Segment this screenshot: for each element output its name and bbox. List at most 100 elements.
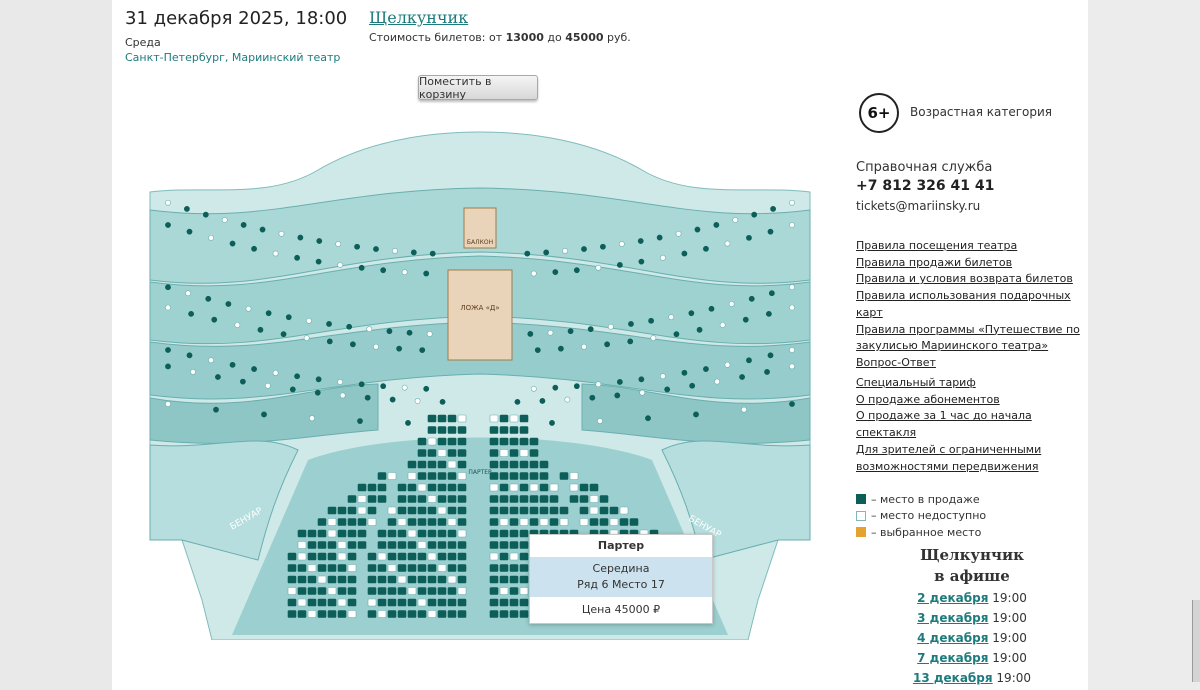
seat[interactable] [519,437,529,446]
seat[interactable] [396,345,403,352]
seat[interactable] [509,598,519,607]
seat[interactable] [426,331,433,337]
seat[interactable] [645,415,651,422]
seat[interactable] [447,506,457,515]
seat[interactable] [549,483,559,492]
seat[interactable] [457,598,467,607]
seat[interactable] [489,437,499,446]
seat[interactable] [347,541,357,549]
link-return-rules[interactable]: Правила и условия возврата билетов [856,272,1073,286]
seat[interactable] [417,529,427,538]
seat[interactable] [347,587,357,595]
seat[interactable] [387,506,397,515]
seat[interactable] [549,420,555,426]
add-to-cart-button[interactable]: Поместить в корзину [418,75,538,101]
seat[interactable] [499,518,509,526]
seat[interactable] [307,564,317,572]
seat[interactable] [457,414,467,423]
seat[interactable] [377,575,387,584]
seat[interactable] [519,552,529,561]
seat[interactable] [337,518,347,526]
seat[interactable] [529,483,539,492]
seat[interactable] [457,518,467,526]
seat[interactable] [427,495,437,503]
seat[interactable] [259,226,266,233]
seat[interactable] [529,460,539,469]
seat[interactable] [437,506,447,515]
seat[interactable] [407,564,417,572]
seat[interactable] [519,610,529,618]
seat[interactable] [514,398,521,405]
seat[interactable] [407,541,417,549]
seat[interactable] [549,495,559,503]
seat[interactable] [297,234,304,241]
seat[interactable] [499,529,509,538]
seat[interactable] [770,206,776,212]
seat[interactable] [789,347,795,353]
seat[interactable] [419,347,426,353]
seat[interactable] [387,610,397,618]
seat[interactable] [639,389,646,396]
seat[interactable] [287,610,297,618]
seat[interactable] [358,381,365,388]
seat[interactable] [357,541,367,549]
seat[interactable] [534,347,541,353]
seat[interactable] [280,331,287,338]
seat[interactable] [367,610,377,618]
seat[interactable] [499,414,509,423]
seat[interactable] [367,564,377,572]
seat[interactable] [367,587,377,595]
seat[interactable] [587,326,594,333]
seat[interactable] [627,338,634,345]
seat[interactable] [377,552,387,561]
seat[interactable] [407,483,417,492]
seat[interactable] [347,518,357,526]
seat[interactable] [509,460,519,469]
seat[interactable] [607,323,614,330]
seat[interactable] [326,321,332,327]
seat[interactable] [519,460,529,469]
seat[interactable] [457,495,467,503]
seat[interactable] [377,483,387,492]
seat[interactable] [604,341,611,348]
seat[interactable] [427,414,437,423]
seat[interactable] [489,472,499,480]
seat[interactable] [307,587,317,595]
seat[interactable] [427,426,437,434]
seat[interactable] [427,449,437,457]
seat[interactable] [437,518,447,526]
seat[interactable] [417,483,427,492]
seat[interactable] [389,396,396,403]
seat[interactable] [509,449,519,457]
seat[interactable] [387,529,397,538]
seat[interactable] [407,587,417,595]
seat[interactable] [289,386,296,393]
seat[interactable] [307,598,317,607]
seat[interactable] [349,341,356,348]
seat[interactable] [317,564,327,572]
seat[interactable] [629,518,639,526]
seat[interactable] [239,378,246,385]
seat[interactable] [184,206,190,212]
seat[interactable] [489,518,499,526]
seat[interactable] [447,460,457,469]
seat[interactable] [364,394,371,401]
seat[interactable] [437,552,447,561]
seat[interactable] [437,529,447,538]
seating-chart[interactable]: БАЛКОН ЛОЖА «Д» ПАРТЕР БЕНУАР БЕНУАР [148,130,812,640]
seat[interactable] [287,575,297,584]
seat[interactable] [213,406,219,413]
seat[interactable] [397,506,407,515]
link-gift-card-rules[interactable]: Правила использования подарочных карт [856,289,1071,319]
seat[interactable] [447,575,457,584]
seat[interactable] [437,437,447,446]
seat[interactable] [387,518,397,526]
seat[interactable] [499,495,509,503]
seat[interactable] [417,460,427,469]
seat[interactable] [457,426,467,434]
seat[interactable] [294,254,301,261]
seat[interactable] [337,262,344,268]
seat[interactable] [765,310,772,317]
seat[interactable] [539,460,549,469]
seat[interactable] [619,506,629,515]
